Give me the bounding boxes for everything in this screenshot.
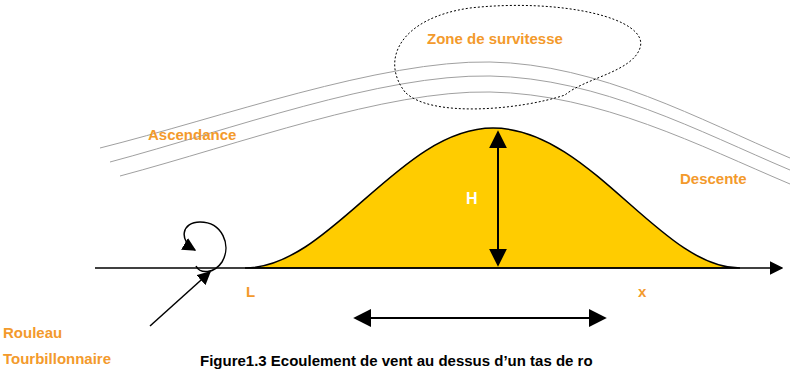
axis-label: x xyxy=(638,283,646,301)
leader-line xyxy=(150,272,210,326)
vortex-symbol xyxy=(184,222,226,272)
dimension-label: H xyxy=(466,190,478,208)
dimension-label: L xyxy=(246,283,255,301)
flow-label: Ascendance xyxy=(148,126,236,144)
hill xyxy=(245,128,740,268)
flow-label: Descente xyxy=(680,170,747,188)
figure-caption: Figure1.3 Ecoulement de vent au dessus d… xyxy=(200,352,593,370)
height-arrow xyxy=(497,132,499,265)
overspeed-zone xyxy=(395,5,641,109)
width-arrow xyxy=(355,317,605,319)
vortex-label: Rouleau Tourbillonnaire xyxy=(3,320,128,372)
zone-label: Zone de survitesse xyxy=(427,30,563,48)
